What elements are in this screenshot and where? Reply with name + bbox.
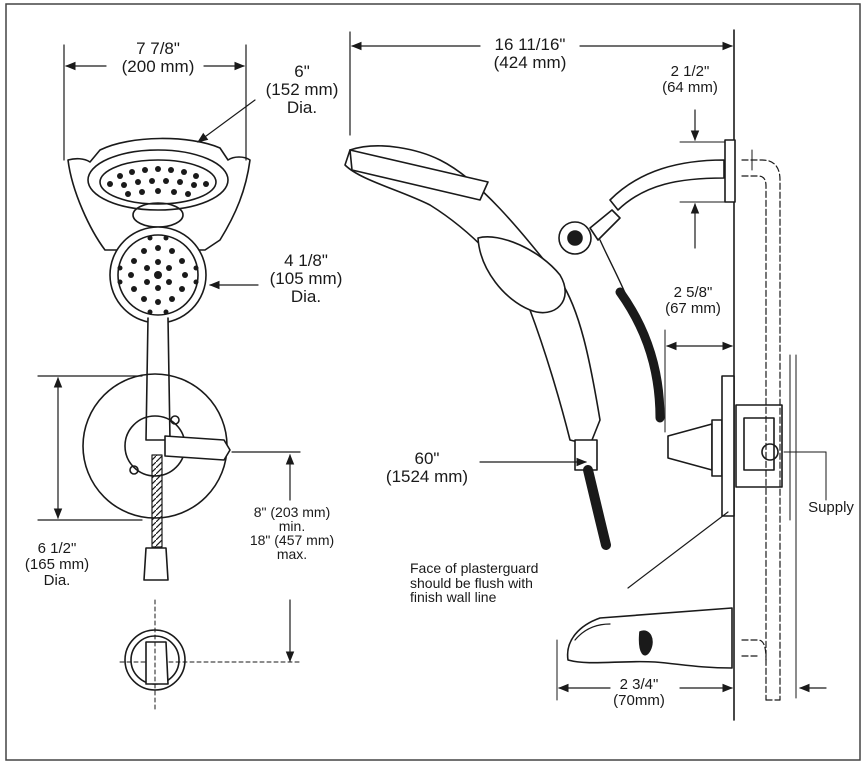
front-view	[37, 44, 301, 711]
showerhead-face	[87, 149, 229, 211]
showerhead-dia-label: 6"(152 mm)Dia.	[265, 62, 339, 117]
arm-reach-label: 16 11/16"(424 mm)	[493, 35, 567, 72]
wall-flange	[724, 139, 736, 203]
handshower-dia-label: 4 1/8"(105 mm)Dia.	[269, 251, 343, 306]
supply-label: Supply	[808, 499, 854, 516]
valve-to-spout-label: 8" (203 mm)min.18" (457 mm)max.	[249, 504, 335, 562]
arm-height-label: 2 1/2"(64 mm)	[662, 63, 718, 96]
supply-pipe	[741, 159, 781, 701]
side-view	[344, 29, 827, 721]
handshower-width-label: 7 7/8"(200 mm)	[121, 39, 195, 76]
shower-arm	[609, 159, 725, 211]
drawing-frame	[5, 3, 861, 761]
handshower-handle	[145, 317, 171, 441]
hose-front	[151, 454, 163, 548]
escutcheon-side	[721, 375, 735, 517]
valve-handle-front	[164, 435, 231, 461]
spout-reach-label: 2 3/4"(70mm)	[613, 676, 665, 709]
hose-length-label: 60"(1524 mm)	[385, 449, 469, 486]
escutcheon-dia-label: 6 1/2"(165 mm)Dia.	[24, 540, 90, 589]
showerhead-cradle	[67, 137, 251, 251]
cartridge-depth-label: 2 5/8"(67 mm)	[665, 284, 721, 317]
valve-handle-side	[667, 423, 713, 471]
